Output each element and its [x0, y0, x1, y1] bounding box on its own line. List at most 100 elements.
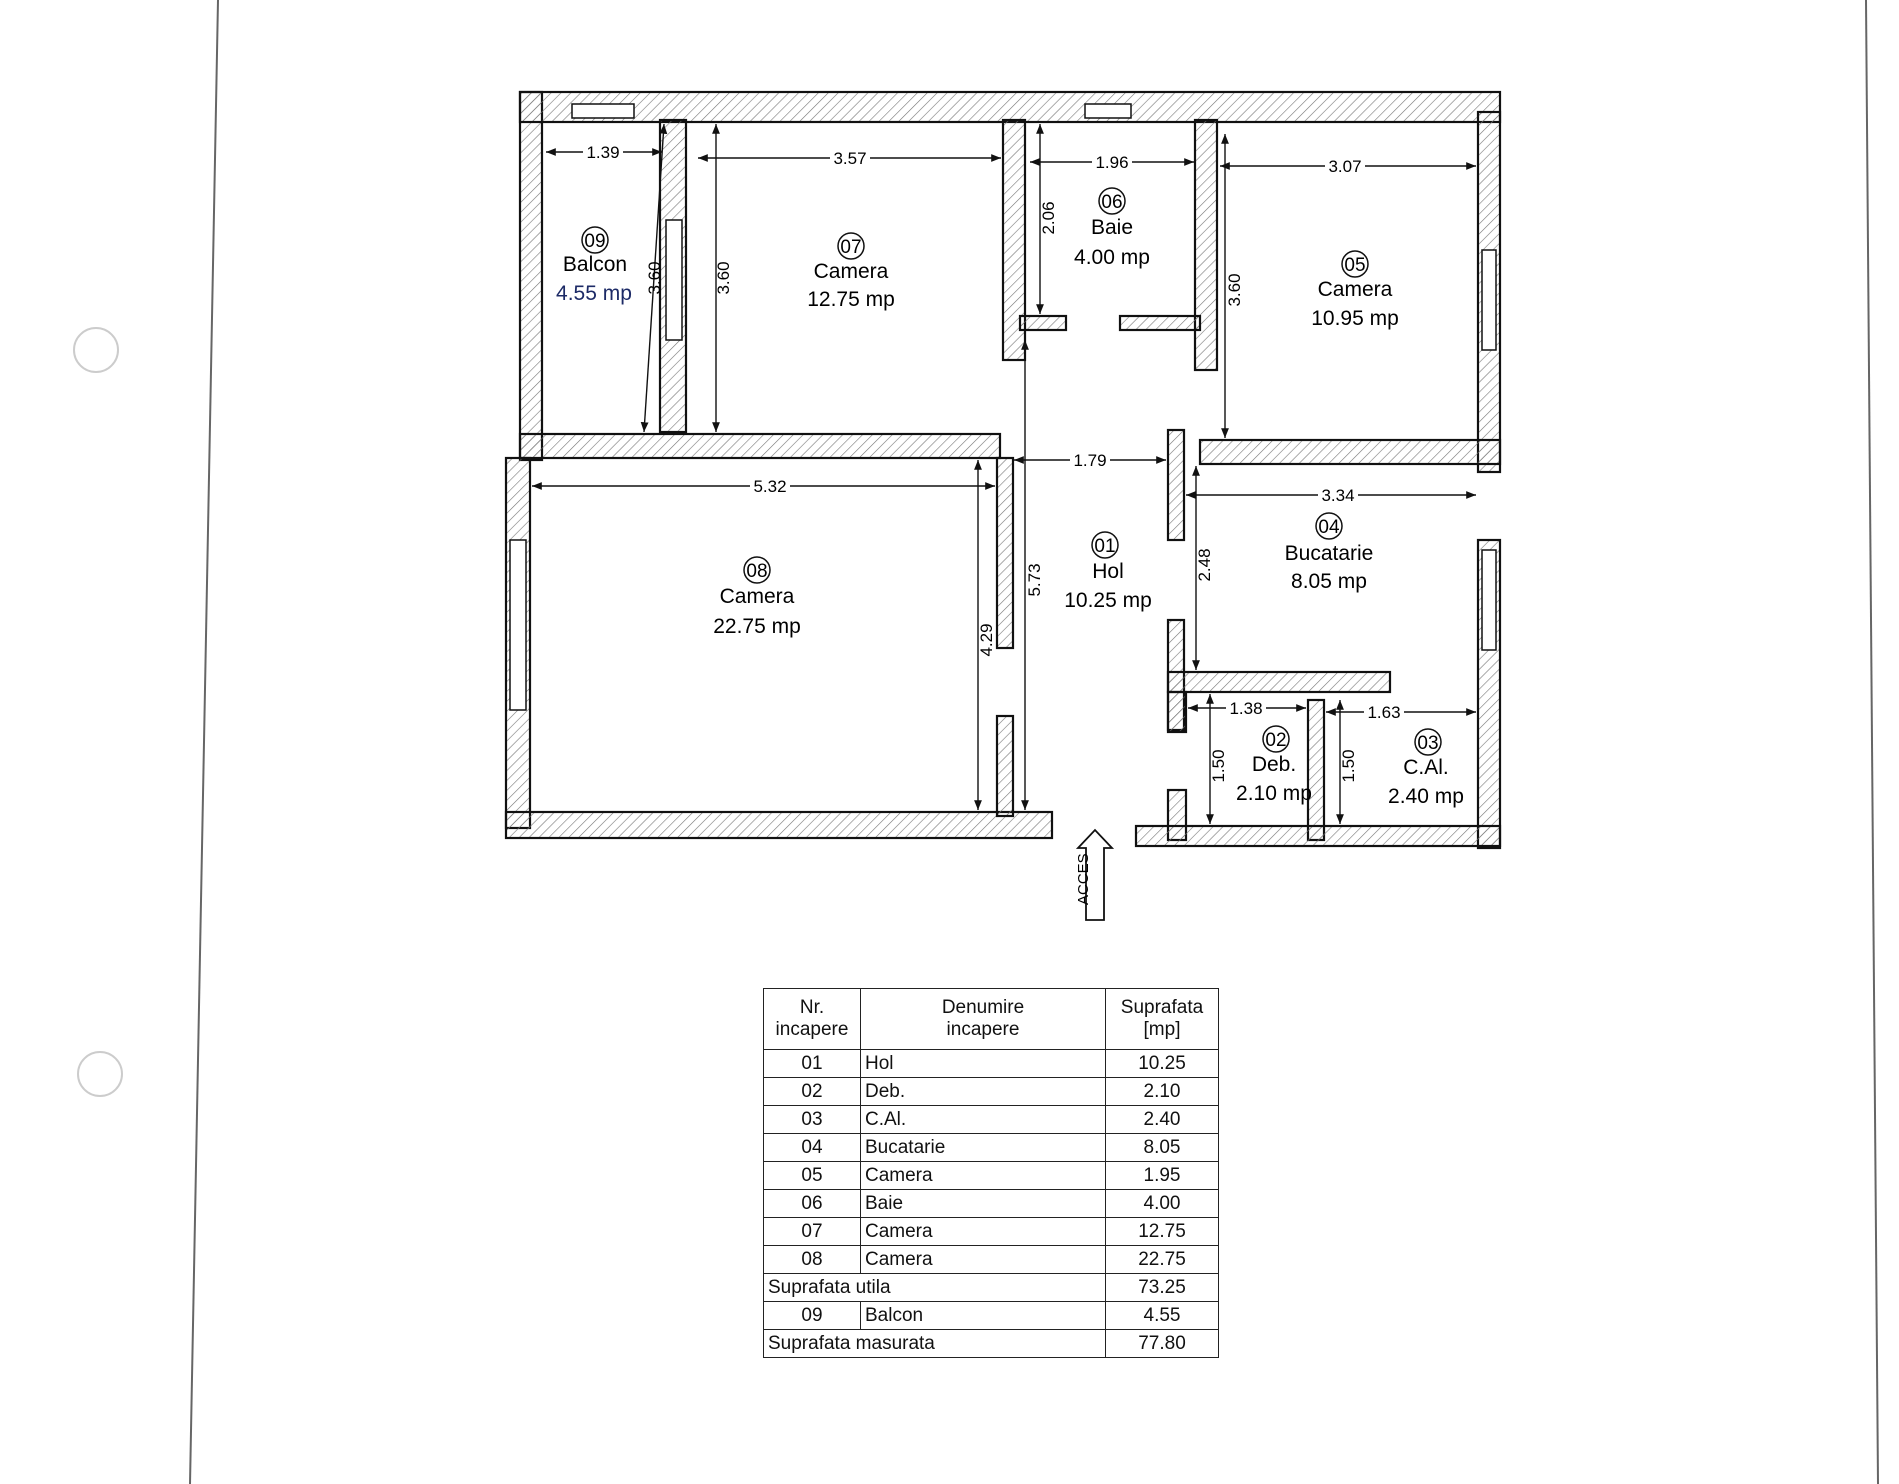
dim-label: 3.07: [1328, 157, 1361, 176]
dim-label: 2.06: [1039, 201, 1058, 234]
room-number: 08: [746, 561, 767, 582]
punch-hole-bottom: [77, 1051, 123, 1097]
header-nr: Nr. incapere: [763, 988, 861, 1050]
cell-name: Camera: [860, 1245, 1106, 1274]
header-area: Suprafata [mp]: [1105, 988, 1219, 1050]
cell-nr: 09: [763, 1301, 861, 1330]
windows: [509, 103, 1497, 711]
dimension-labels: 1.39 3.57 1.96 3.07 3.60 3.60 2.06 3.60 …: [583, 141, 1404, 783]
dim-label: 1.79: [1073, 451, 1106, 470]
room-number-circle: [1262, 725, 1290, 753]
cell-area: 22.75: [1105, 1245, 1219, 1274]
room-number-circle: [1091, 531, 1119, 559]
cell-nr: 04: [763, 1133, 861, 1162]
room-number-circle: [837, 232, 865, 260]
cell-nr: 06: [763, 1189, 861, 1218]
cell-area: 2.10: [1105, 1077, 1219, 1106]
dim-label: 3.60: [1225, 273, 1244, 306]
cell-name: Bucatarie: [860, 1133, 1106, 1162]
cell-area: 2.40: [1105, 1105, 1219, 1134]
cell-name: Camera: [860, 1161, 1106, 1190]
dim-label: 1.63: [1367, 703, 1400, 722]
cell-area: 1.95: [1105, 1161, 1219, 1190]
dim-label: 5.73: [1025, 563, 1044, 596]
cell-area: 8.05: [1105, 1133, 1219, 1162]
room-area: 10.25 mp: [1064, 589, 1152, 612]
dim-label: 1.50: [1339, 749, 1358, 782]
cell-nr: 05: [763, 1161, 861, 1190]
room-area: 8.05 mp: [1291, 570, 1367, 593]
cell-name: Camera: [860, 1217, 1106, 1246]
header-name: Denumire incapere: [860, 988, 1106, 1050]
header-text: Suprafata [mp]: [1120, 997, 1204, 1040]
room-name: Camera: [1318, 278, 1393, 301]
room-area: 4.55 mp: [556, 282, 632, 305]
cell-total-label: Suprafata utila: [763, 1273, 1106, 1302]
cell-name: C.Al.: [860, 1105, 1106, 1134]
cell-name: Hol: [860, 1049, 1106, 1078]
dim-label: 3.60: [645, 261, 664, 294]
room-name: Baie: [1091, 216, 1133, 239]
cell-area: 77.80: [1105, 1329, 1219, 1358]
room-number: 04: [1318, 517, 1340, 538]
entrance-arrow: [1075, 828, 1115, 921]
dim-label: 3.57: [833, 149, 866, 168]
dim-label: 5.32: [753, 477, 786, 496]
dim-label: 2.48: [1195, 548, 1214, 581]
room-number-circle: [1098, 187, 1126, 215]
room-name: Deb.: [1252, 753, 1296, 776]
room-number-circle: [581, 226, 609, 254]
cell-area: 12.75: [1105, 1217, 1219, 1246]
entrance-label: ACCES: [1075, 853, 1092, 905]
cell-area: 10.25: [1105, 1049, 1219, 1078]
room-number-circle: [743, 556, 771, 584]
room-number: 09: [584, 231, 605, 252]
cell-nr: 07: [763, 1217, 861, 1246]
room-name: Balcon: [563, 253, 627, 276]
dim-label: 3.60: [714, 261, 733, 294]
cell-name: Baie: [860, 1189, 1106, 1218]
room-number: 03: [1417, 733, 1438, 754]
room-area: 12.75 mp: [807, 288, 895, 311]
walls: [504, 90, 1502, 850]
dim-label: 3.34: [1321, 486, 1354, 505]
room-number: 06: [1101, 192, 1122, 213]
room-area: 10.95 mp: [1311, 307, 1399, 330]
cell-nr: 02: [763, 1077, 861, 1106]
header-text: Denumire incapere: [941, 997, 1025, 1040]
dim-label: 1.96: [1095, 153, 1128, 172]
dim-label: 1.38: [1229, 699, 1262, 718]
room-area: 2.10 mp: [1236, 782, 1312, 805]
room-name: Camera: [814, 260, 889, 283]
room-area: 22.75 mp: [713, 615, 801, 638]
page-border-right: [1865, 0, 1879, 1484]
page-border-left: [189, 0, 219, 1484]
dim-label: 1.39: [586, 143, 619, 162]
cell-total-label: Suprafata masurata: [763, 1329, 1106, 1358]
cell-name: Balcon: [860, 1301, 1106, 1330]
table-header-row: Nr. incapere Denumire incapere Suprafata…: [763, 988, 1219, 1050]
room-number-circle: [1414, 728, 1442, 756]
punch-hole-top: [73, 327, 119, 373]
area-table: Nr. incapere Denumire incapere Suprafata…: [763, 988, 1219, 1358]
room-number-circle: [1315, 512, 1343, 540]
room-number-circle: [1341, 250, 1369, 278]
cell-area: 4.00: [1105, 1189, 1219, 1218]
dim-label: 1.50: [1209, 749, 1228, 782]
dim-label: 4.29: [977, 623, 996, 656]
cell-nr: 03: [763, 1105, 861, 1134]
cell-nr: 01: [763, 1049, 861, 1078]
room-name: Hol: [1092, 560, 1124, 583]
room-name: Bucatarie: [1285, 542, 1374, 565]
room-number: 02: [1265, 730, 1286, 751]
